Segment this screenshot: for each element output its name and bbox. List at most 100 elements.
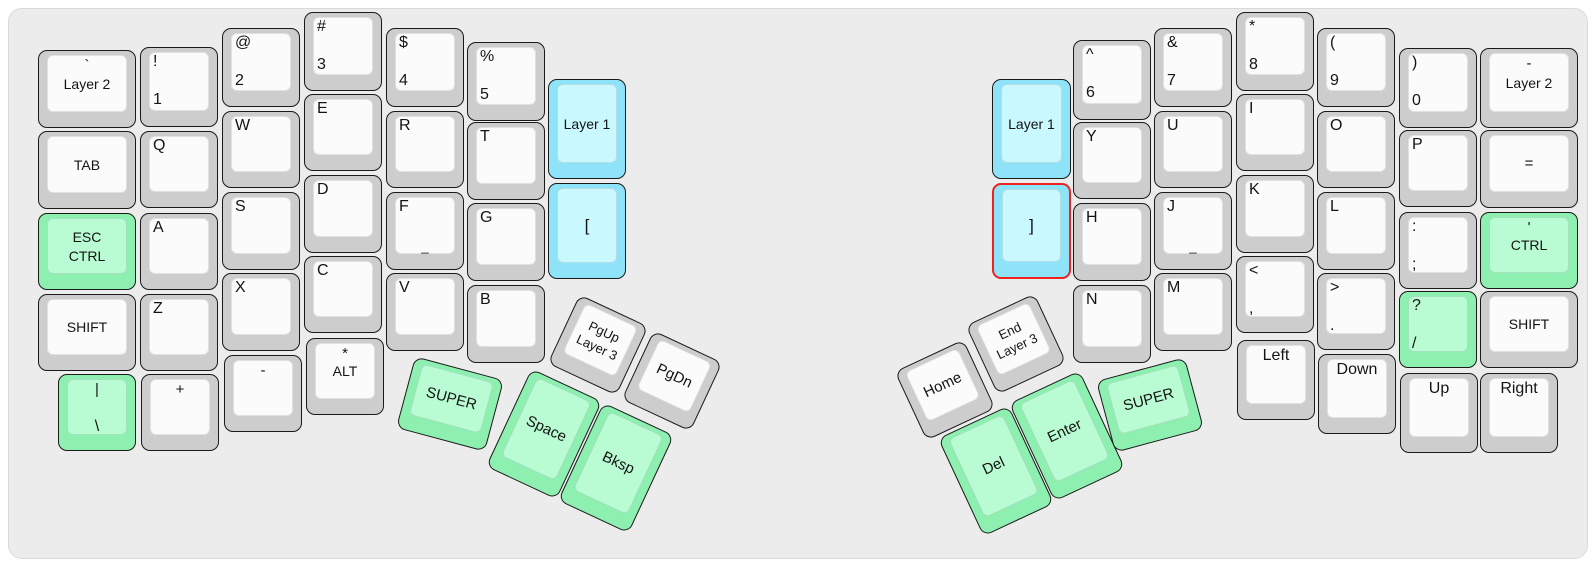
- key-z[interactable]: Z: [140, 294, 218, 371]
- key-label: 6: [1086, 84, 1095, 101]
- key-w[interactable]: W: [222, 111, 300, 188]
- key-v[interactable]: V: [386, 273, 464, 351]
- key-esc-ctrl[interactable]: ESC CTRL: [38, 213, 136, 290]
- key-x[interactable]: X: [222, 273, 300, 351]
- key-label: D: [317, 181, 329, 198]
- key-shift-right[interactable]: SHIFT: [1480, 291, 1578, 368]
- key-star-8[interactable]: *8: [1236, 12, 1314, 91]
- key-arrow-left[interactable]: Left: [1237, 340, 1315, 420]
- key-u[interactable]: U: [1154, 111, 1232, 188]
- key-gt-period[interactable]: >.: [1317, 273, 1395, 350]
- key-m[interactable]: M: [1154, 273, 1232, 351]
- key-colon-semi[interactable]: :;: [1399, 212, 1477, 289]
- key-label: Layer 1: [563, 115, 611, 132]
- key-shift-left[interactable]: SHIFT: [38, 294, 136, 371]
- keycap-face: [1082, 208, 1142, 265]
- key-dollar-4[interactable]: $4: [386, 28, 464, 107]
- key-label: %: [480, 48, 495, 65]
- keycap-face: [1163, 197, 1223, 254]
- key-label: L: [1330, 198, 1339, 215]
- key-label: ALT: [332, 363, 358, 380]
- key-s[interactable]: S: [222, 192, 300, 270]
- key-label: !: [153, 53, 158, 70]
- keycap-face: [395, 116, 455, 172]
- key-p[interactable]: P: [1399, 130, 1477, 207]
- key-e[interactable]: E: [304, 94, 382, 171]
- key-rbracket[interactable]: ]: [992, 183, 1071, 279]
- key-n[interactable]: N: [1073, 285, 1151, 363]
- key-o[interactable]: O: [1317, 111, 1395, 188]
- key-g[interactable]: G: [467, 203, 545, 281]
- key-label: Y: [1086, 128, 1097, 145]
- key-label: Layer 1: [1008, 115, 1055, 132]
- key-equals[interactable]: =: [1480, 130, 1578, 208]
- key-layer1-right[interactable]: Layer 1: [992, 79, 1071, 179]
- key-arrow-down[interactable]: Down: [1318, 354, 1396, 434]
- key-excl-1[interactable]: !1: [140, 47, 218, 127]
- key-label: P: [1412, 136, 1423, 153]
- key-label: G: [480, 209, 493, 226]
- key-layer2-right[interactable]: -Layer 2: [1480, 48, 1578, 128]
- key-percent-5[interactable]: %5: [467, 42, 545, 121]
- keycap-face: [231, 278, 291, 335]
- key-at-2[interactable]: @2: [222, 28, 300, 107]
- key-label: ;: [1412, 256, 1417, 273]
- key-label: >: [1330, 279, 1340, 296]
- key-label: K: [1249, 181, 1260, 198]
- key-label: $: [399, 34, 408, 51]
- key-caret-6[interactable]: ^6: [1073, 40, 1151, 120]
- key-label: V: [399, 279, 410, 296]
- key-d[interactable]: D: [304, 175, 382, 253]
- key-label: ?: [1412, 297, 1421, 314]
- key-h[interactable]: H: [1073, 203, 1151, 281]
- key-hash-3[interactable]: #3: [304, 12, 382, 91]
- key-star-alt[interactable]: *ALT: [306, 338, 384, 415]
- keycap-face: [1163, 116, 1223, 172]
- key-arrow-up[interactable]: Up: [1400, 373, 1478, 453]
- key-j[interactable]: J_: [1154, 192, 1232, 270]
- keycap-face: [1327, 359, 1387, 418]
- key-a[interactable]: A: [140, 213, 218, 290]
- key-i[interactable]: I: [1236, 94, 1314, 171]
- keycap-face: [1326, 116, 1386, 172]
- key-amp-7[interactable]: &7: [1154, 28, 1232, 107]
- key-k[interactable]: K: [1236, 175, 1314, 253]
- key-f[interactable]: F_: [386, 192, 464, 270]
- key-label: SHIFT: [66, 319, 108, 336]
- key-minus[interactable]: -: [224, 355, 302, 432]
- keycap-face: [395, 33, 455, 91]
- key-q[interactable]: Q: [140, 131, 218, 208]
- key-paren-0[interactable]: )0: [1399, 48, 1477, 128]
- keycap-face: [315, 343, 375, 399]
- key-label: _: [1189, 239, 1197, 254]
- key-tab[interactable]: TAB: [38, 131, 136, 209]
- key-lt-comma[interactable]: <,: [1236, 256, 1314, 333]
- keycap-face: [1001, 84, 1062, 163]
- key-arrow-right[interactable]: Right: [1480, 373, 1558, 453]
- key-c[interactable]: C: [304, 256, 382, 333]
- keycap-face: [1409, 378, 1469, 437]
- keycap-face: [1082, 45, 1142, 104]
- key-label: Left: [1262, 347, 1290, 364]
- key-label: W: [235, 117, 251, 134]
- key-t[interactable]: T: [467, 122, 545, 200]
- key-label: ': [1527, 219, 1531, 236]
- key-label: I: [1249, 100, 1254, 117]
- key-layer1-left[interactable]: Layer 1: [548, 79, 626, 179]
- key-r[interactable]: R: [386, 111, 464, 188]
- key-paren-9[interactable]: (9: [1317, 28, 1395, 107]
- key-y[interactable]: Y: [1073, 122, 1151, 199]
- key-plus[interactable]: +: [141, 374, 219, 451]
- keycap-face: [313, 99, 373, 155]
- key-question-slash[interactable]: ?/: [1399, 291, 1477, 368]
- key-lbracket[interactable]: [: [548, 183, 626, 279]
- key-pipe-backslash[interactable]: |\: [58, 374, 136, 451]
- key-layer2-left[interactable]: `Layer 2: [38, 50, 136, 128]
- key-b[interactable]: B: [467, 285, 545, 363]
- key-quote-ctrl[interactable]: 'CTRL: [1480, 212, 1578, 289]
- key-label: H: [1086, 209, 1098, 226]
- keycap-face: [1489, 378, 1549, 437]
- key-label: F: [399, 198, 409, 215]
- keycap-face: [1246, 345, 1306, 404]
- key-l[interactable]: L: [1317, 192, 1395, 270]
